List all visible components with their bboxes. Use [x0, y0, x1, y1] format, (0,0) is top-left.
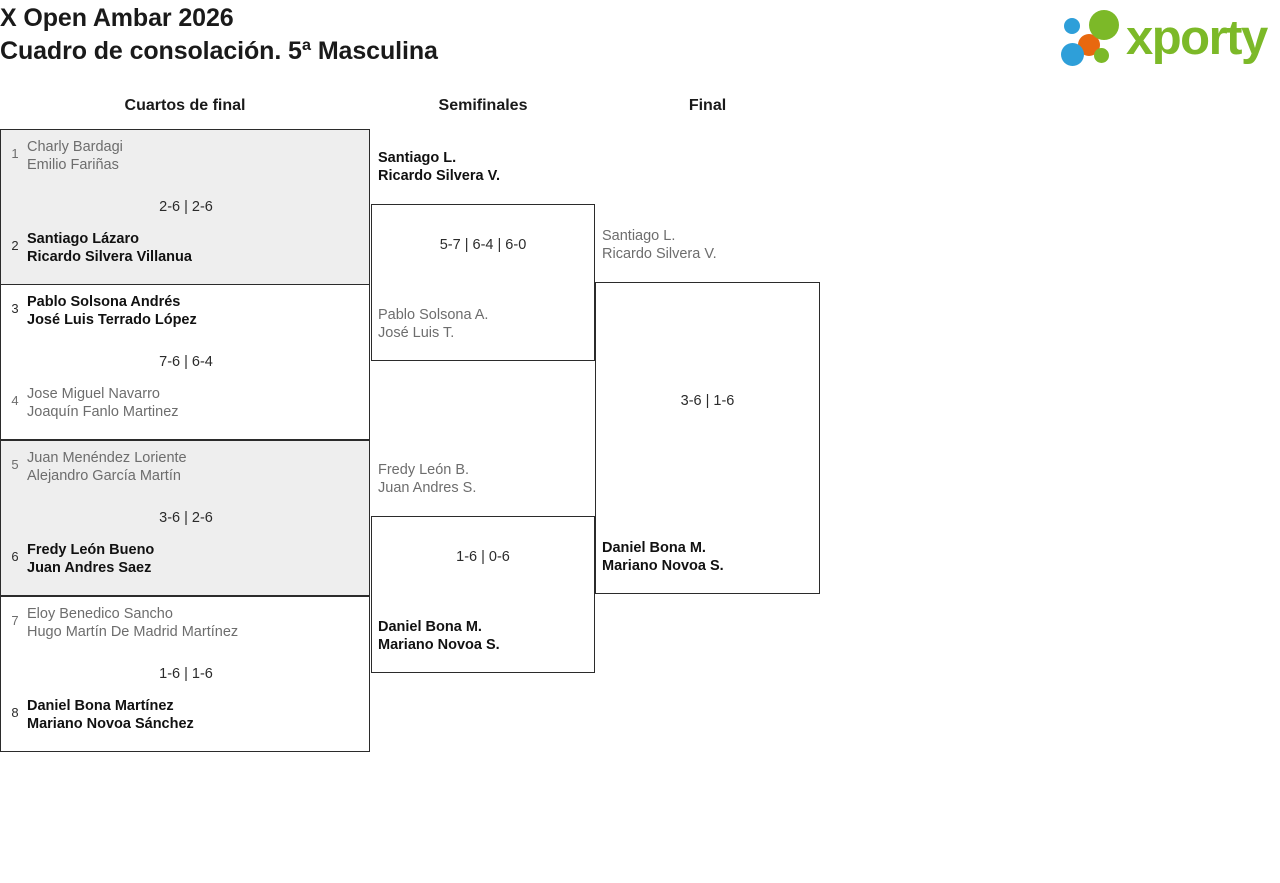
- match-quarterfinal-1[interactable]: 1 Charly Bardagi Emilio Fariñas 2-6 | 2-…: [0, 129, 370, 285]
- match-score: 1-6 | 0-6: [456, 549, 510, 565]
- team-bottom: Fredy León Bueno Juan Andres Saez: [27, 541, 363, 577]
- team-top: Charly Bardagi Emilio Fariñas: [27, 138, 363, 174]
- team-top: Juan Menéndez Loriente Alejandro García …: [27, 449, 363, 485]
- team-top: Fredy León B. Juan Andres S.: [378, 461, 594, 497]
- player-name: Santiago L.: [378, 150, 457, 166]
- player-name: Daniel Bona M.: [602, 540, 706, 556]
- match-score: 3-6 | 2-6: [159, 510, 213, 526]
- seed-number: 5: [11, 457, 19, 472]
- page-header: X Open Ambar 2026 Cuadro de consolación.…: [0, 0, 1280, 75]
- team-bottom: Santiago Lázaro Ricardo Silvera Villanua: [27, 230, 363, 266]
- player-name: Santiago Lázaro: [27, 231, 139, 247]
- player-name: Charly Bardagi: [27, 139, 123, 155]
- player-name: Ricardo Silvera Villanua: [27, 249, 192, 265]
- team-bottom: Pablo Solsona A. José Luis T.: [378, 306, 594, 342]
- player-name: Joaquín Fanlo Martinez: [27, 404, 179, 420]
- logo-dot-green-small-icon: [1094, 48, 1109, 63]
- match-score: 5-7 | 6-4 | 6-0: [439, 237, 527, 253]
- player-name: Hugo Martín De Madrid Martínez: [27, 624, 239, 640]
- match-score: 7-6 | 6-4: [159, 354, 213, 370]
- logo-wordmark: xporty: [1126, 11, 1268, 65]
- seed-number: 1: [11, 146, 19, 161]
- player-name: Santiago L.: [602, 228, 676, 244]
- round-header-final: Final: [688, 97, 727, 114]
- match-semifinal-2[interactable]: Fredy León B. Juan Andres S. 1-6 | 0-6 D…: [371, 462, 595, 673]
- logo-dots-icon: [1058, 8, 1130, 68]
- player-name: Mariano Novoa S.: [602, 558, 724, 574]
- player-name: Fredy León Bueno: [27, 542, 155, 558]
- logo-dot-blue-large-icon: [1061, 43, 1084, 66]
- team-top: Eloy Benedico Sancho Hugo Martín De Madr…: [27, 605, 363, 641]
- team-bottom: Daniel Bona M. Mariano Novoa S.: [602, 539, 818, 575]
- seed-number: 8: [11, 705, 19, 720]
- seed-number: 4: [11, 393, 19, 408]
- page-title: X Open Ambar 2026 Cuadro de consolación.…: [0, 2, 438, 68]
- player-name: Daniel Bona Martínez: [27, 698, 174, 714]
- match-score: 1-6 | 1-6: [159, 666, 213, 682]
- logo-dot-blue-small-icon: [1064, 18, 1080, 34]
- player-name: Eloy Benedico Sancho: [27, 606, 173, 622]
- round-header-semifinals: Semifinales: [438, 97, 528, 114]
- player-name: Pablo Solsona A.: [378, 307, 489, 323]
- player-name: José Luis T.: [378, 325, 455, 341]
- player-name: Fredy León B.: [378, 462, 470, 478]
- player-name: Daniel Bona M.: [378, 619, 482, 635]
- match-quarterfinal-3[interactable]: 5 Juan Menéndez Loriente Alejandro Garcí…: [0, 440, 370, 596]
- player-name: Jose Miguel Navarro: [27, 386, 160, 402]
- player-name: Ricardo Silvera V.: [378, 168, 500, 184]
- tournament-name: X Open Ambar 2026: [0, 4, 234, 32]
- player-name: Mariano Novoa Sánchez: [27, 716, 194, 732]
- match-semifinal-1[interactable]: Santiago L. Ricardo Silvera V. 5-7 | 6-4…: [371, 150, 595, 361]
- team-bottom: Jose Miguel Navarro Joaquín Fanlo Martin…: [27, 385, 363, 421]
- match-quarterfinal-2[interactable]: 3 Pablo Solsona Andrés José Luis Terrado…: [0, 284, 370, 440]
- seed-number: 7: [11, 613, 19, 628]
- seed-number: 6: [11, 549, 19, 564]
- team-bottom: Daniel Bona Martínez Mariano Novoa Sánch…: [27, 697, 363, 733]
- match-score: 2-6 | 2-6: [159, 199, 213, 215]
- team-bottom: Daniel Bona M. Mariano Novoa S.: [378, 618, 594, 654]
- match-quarterfinal-4[interactable]: 7 Eloy Benedico Sancho Hugo Martín De Ma…: [0, 596, 370, 752]
- seed-number: 3: [11, 301, 19, 316]
- player-name: Juan Andres Saez: [27, 560, 152, 576]
- player-name: Mariano Novoa S.: [378, 637, 500, 653]
- player-name: Juan Menéndez Loriente: [27, 450, 187, 466]
- player-name: José Luis Terrado López: [27, 312, 197, 328]
- player-name: Pablo Solsona Andrés: [27, 294, 181, 310]
- player-name: Emilio Fariñas: [27, 157, 119, 173]
- team-top: Santiago L. Ricardo Silvera V.: [602, 227, 818, 263]
- round-header-quarterfinals: Cuartos de final: [124, 97, 246, 114]
- xporty-logo: xporty: [1048, 6, 1274, 68]
- logo-dot-green-large-icon: [1089, 10, 1119, 40]
- player-name: Alejandro García Martín: [27, 468, 181, 484]
- match-final[interactable]: Santiago L. Ricardo Silvera V. 3-6 | 1-6…: [595, 228, 820, 594]
- player-name: Juan Andres S.: [378, 480, 477, 496]
- match-score: 3-6 | 1-6: [680, 393, 735, 409]
- player-name: Ricardo Silvera V.: [602, 246, 717, 262]
- team-top: Pablo Solsona Andrés José Luis Terrado L…: [27, 293, 363, 329]
- seed-number: 2: [11, 238, 19, 253]
- draw-subtitle: Cuadro de consolación. 5ª Masculina: [0, 37, 438, 65]
- team-top: Santiago L. Ricardo Silvera V.: [378, 149, 594, 185]
